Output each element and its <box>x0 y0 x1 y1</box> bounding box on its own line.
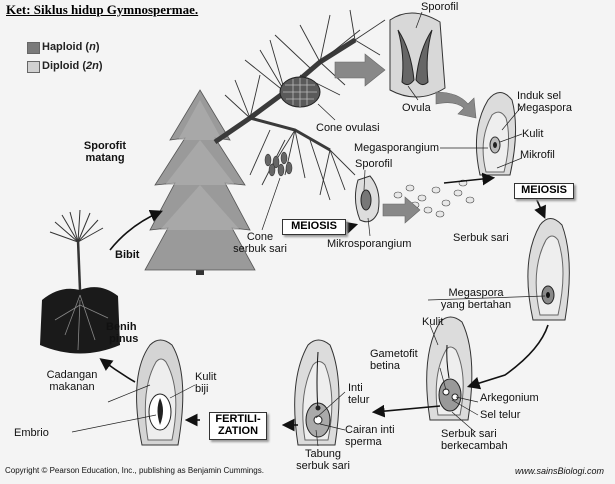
label-kulit-top: Kulit <box>522 128 544 140</box>
label-ovula: Ovula <box>402 102 431 114</box>
seedling-illustration <box>40 209 120 354</box>
label-serbuk-sari: Serbuk sari <box>453 232 509 244</box>
pine-seed-illustration <box>136 339 184 446</box>
meiosis-box-right: MEIOSIS <box>514 183 574 199</box>
lifecycle-arrows <box>99 172 549 432</box>
fertilization-ovule-illustration <box>294 339 340 446</box>
pine-tree-illustration <box>144 89 256 275</box>
pine-branch-illustration <box>213 9 386 201</box>
female-gametophyte-illustration <box>426 316 473 421</box>
legend-diploid: Diploid (2n) <box>42 60 103 72</box>
megasporangium-illustration <box>475 92 517 176</box>
label-kulit-mid: Kulit <box>422 316 444 328</box>
label-bibit: Bibit <box>115 249 140 261</box>
surviving-megaspore-illustration <box>527 218 570 321</box>
label-embrio: Embrio <box>14 427 49 439</box>
label-sporofil-top: Sporofil <box>421 1 459 13</box>
meiosis-box-left: MEIOSIS <box>282 219 346 235</box>
label-sporofil-mid: Sporofil <box>355 158 393 170</box>
diploid-swatch <box>27 61 40 73</box>
ovule-scale-illustration <box>389 12 446 98</box>
label-mikrofil: Mikrofil <box>520 149 555 161</box>
microsporangium-illustration <box>354 175 380 223</box>
label-leader-lines <box>71 11 546 447</box>
diagram-title: Ket: Siklus hidup Gymnospermae. <box>6 2 199 17</box>
legend-haploid: Haploid (n) <box>42 41 100 53</box>
label-benih-pinus: Benih pinus <box>106 321 139 345</box>
label-megasporangium: Megasporangium <box>354 142 439 154</box>
website-text: www.sainsBiologi.com <box>515 466 605 476</box>
label-cone-ovulasi: Cone ovulasi <box>316 122 380 134</box>
label-mikrosporangium: Mikrosporangium <box>327 238 412 250</box>
label-sel-telur: Sel telur <box>480 409 521 421</box>
fertilization-box: FERTILI-ZATION <box>209 412 267 440</box>
haploid-swatch <box>27 42 40 54</box>
transition-arrows <box>334 53 477 224</box>
copyright-text: Copyright © Pearson Education, Inc., pub… <box>5 466 264 475</box>
label-arkegonium: Arkegonium <box>480 392 539 404</box>
